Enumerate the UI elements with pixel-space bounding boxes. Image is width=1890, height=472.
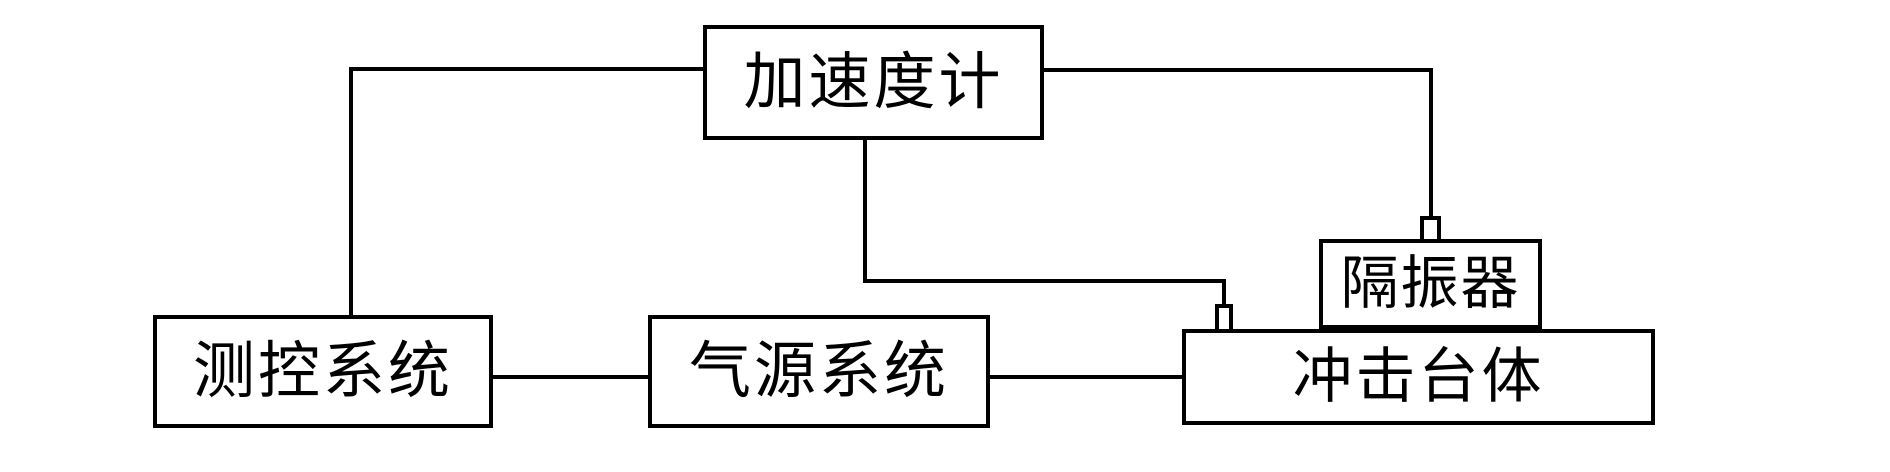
connector-accelerometer-to-isolator-vertical bbox=[1429, 68, 1433, 218]
node-impact-table-label: 冲击台体 bbox=[1292, 344, 1545, 410]
connector-control-to-accelerometer-horizontal bbox=[349, 67, 703, 71]
connector-airsupply-to-impact bbox=[990, 375, 1182, 379]
node-control-system-label: 测控系统 bbox=[192, 337, 453, 406]
node-air-supply-system-label: 气源系统 bbox=[688, 337, 949, 406]
node-impact-table: 冲击台体 bbox=[1182, 329, 1655, 425]
connector-accelerometer-to-impact-vertical-lower bbox=[1222, 279, 1226, 306]
node-vibration-isolator-label: 隔振器 bbox=[1340, 251, 1521, 316]
node-accelerometer: 加速度计 bbox=[703, 25, 1044, 140]
node-vibration-isolator: 隔振器 bbox=[1319, 239, 1542, 329]
connector-control-to-airsupply bbox=[493, 375, 648, 379]
connector-accelerometer-to-impact-horizontal bbox=[863, 279, 1226, 283]
sensor-stub-on-impact-table bbox=[1215, 304, 1233, 333]
connector-accelerometer-to-isolator-horizontal bbox=[1044, 68, 1433, 72]
connector-control-to-accelerometer-vertical bbox=[349, 67, 353, 317]
node-accelerometer-label: 加速度计 bbox=[743, 48, 1004, 117]
node-control-system: 测控系统 bbox=[153, 315, 493, 428]
connector-accelerometer-to-impact-vertical-upper bbox=[863, 140, 867, 283]
node-air-supply-system: 气源系统 bbox=[648, 315, 990, 428]
sensor-stub-on-isolator bbox=[1420, 216, 1441, 243]
